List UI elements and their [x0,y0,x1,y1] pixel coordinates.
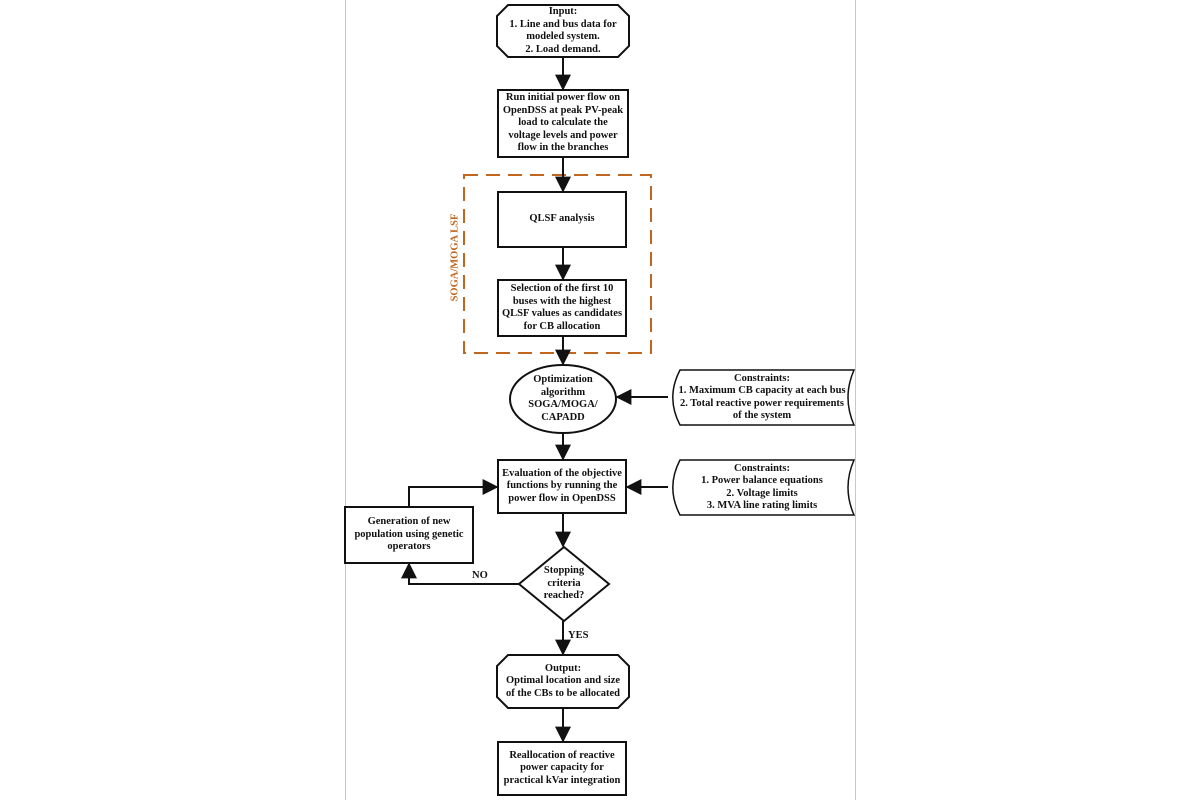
selection-shape [497,279,627,337]
evaluation-line: power flow in OpenDSS [508,492,616,504]
constraints2-line: Constraints: [733,462,790,474]
initial-flow-line: OpenDSS at peak PV-peak [502,104,624,116]
group-boundary [463,174,652,354]
stopping-line: reached? [543,590,585,602]
optimization-line: CAPADD [541,411,585,423]
constraints-2-shape [672,459,856,516]
no-edge-label: NO [472,570,488,581]
stopping-criteria-shape [517,545,611,623]
output-line: of the CBs to be allocated [505,687,621,699]
constraints1-line: 2. Total reactive power requirements [680,397,844,409]
reallocation-line: Reallocation of reactive [509,749,615,761]
right-frame-line [855,0,856,800]
generation-line: Generation of new [367,516,451,528]
generation-line: population using genetic [354,528,464,540]
initial-flow-line: load to calculate the [518,117,608,129]
constraints2-line: 2. Voltage limits [726,487,798,499]
constraints-1-shape [672,369,856,426]
constraints-1-node: Constraints:1. Maximum CB capacity at ea… [672,370,852,425]
initial-power-flow-shape [497,89,629,158]
reallocation-line: power capacity for [520,762,604,774]
input-line: modeled system. [526,31,600,42]
generation-shape [344,506,474,564]
input-line: 2. Load demand. [525,43,601,55]
initial-flow-line: voltage levels and power [508,129,618,141]
reallocation-shape [497,741,627,796]
group-label: SOGA/MOGA LSF [449,213,461,302]
edge-stopping-no-to-generation [401,562,519,585]
evaluation-shape [497,459,627,514]
constraints2-line: 3. MVA line rating limits [706,500,818,511]
initial-flow-line: Run initial power flow on [505,92,621,104]
optimization-line: Optimization [533,374,593,385]
selection-line: for CB allocation [523,320,601,332]
constraints1-line: of the system [732,410,792,421]
selection-line: buses with the highest [512,295,612,307]
optimization-line: algorithm [540,386,586,398]
stopping-line: Stopping [543,565,585,577]
constraints1-line: Constraints: [733,372,790,384]
generation-line: operators [387,541,431,553]
yes-edge-label: YES [568,630,589,641]
edge-generation-to-evaluation [408,479,499,507]
output-line: Output: [544,662,582,674]
selection-line: QLSF values as candidates [501,308,623,319]
optimization-line: SOGA/MOGA/ [528,399,598,410]
evaluation-line: functions by running the [506,480,618,492]
reallocation-line: practical kVar integration [503,774,621,786]
input-shape [496,4,630,58]
constraints1-line: 1. Maximum CB capacity at each bus [678,385,846,396]
optimization-shape [509,364,617,434]
output-line: Optimal location and size [505,675,621,687]
input-line: 1. Line and bus data for [509,18,617,30]
left-frame-line [345,0,346,800]
initial-flow-line: flow in the branches [517,142,609,154]
qlsf-analysis-shape [497,191,627,248]
selection-line: Selection of the first 10 [510,283,614,294]
input-line: Input: [548,6,578,17]
stopping-line: criteria [547,577,581,589]
evaluation-line: Evaluation of the objective [502,467,622,479]
constraints2-line: 1. Power balance equations [701,475,823,486]
qlsf-line: QLSF analysis [529,213,595,225]
qlsf-analysis-node: QLSF analysis [498,192,626,247]
output-shape [496,654,630,709]
